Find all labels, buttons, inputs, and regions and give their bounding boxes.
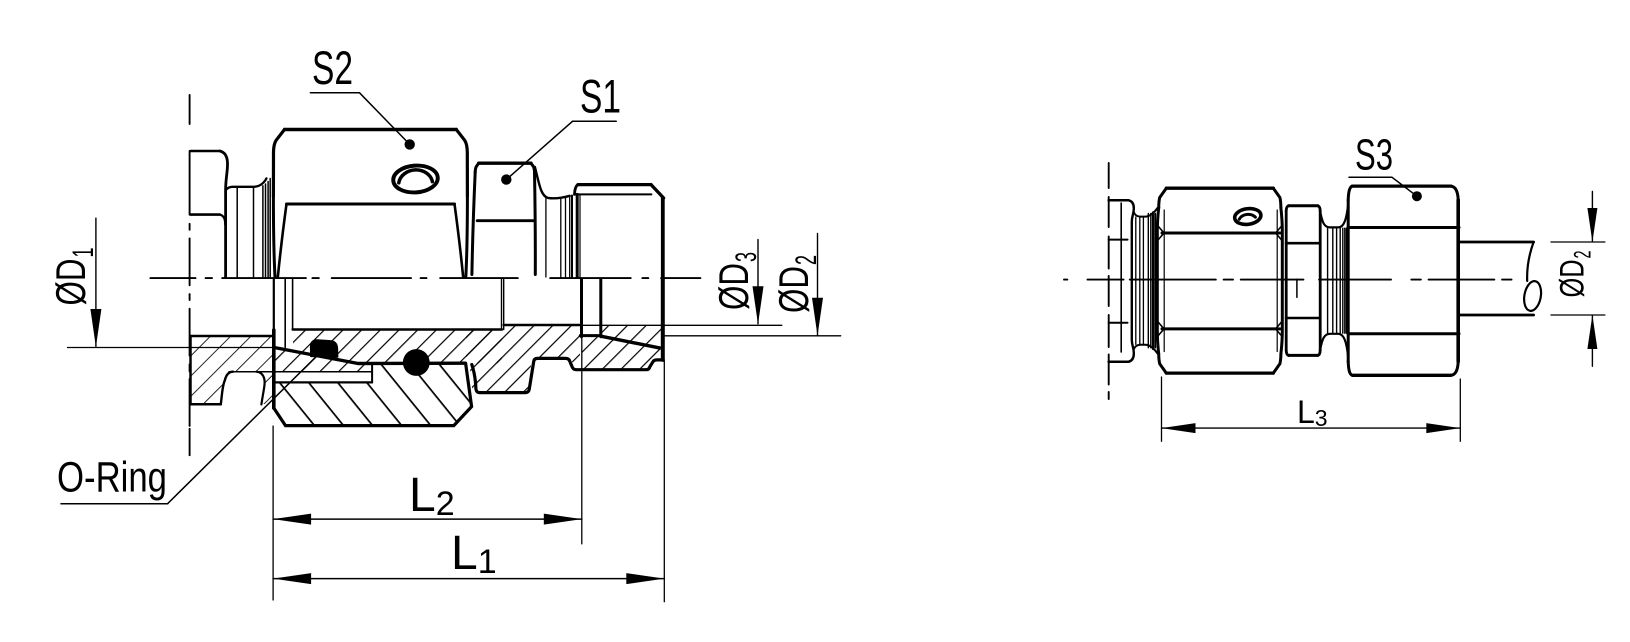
svg-text:S3: S3 bbox=[1355, 131, 1393, 180]
svg-text:L1: L1 bbox=[451, 527, 497, 581]
svg-text:ØD2: ØD2 bbox=[770, 255, 823, 313]
svg-text:O-Ring: O-Ring bbox=[57, 454, 167, 502]
svg-text:ØD2: ØD2 bbox=[1554, 251, 1597, 298]
svg-text:ØD3: ØD3 bbox=[710, 252, 763, 310]
svg-text:S2: S2 bbox=[312, 41, 353, 94]
svg-text:S1: S1 bbox=[580, 70, 621, 123]
svg-text:L2: L2 bbox=[409, 469, 455, 523]
svg-text:L3: L3 bbox=[1297, 394, 1328, 431]
svg-text:ØD1: ØD1 bbox=[47, 248, 100, 306]
